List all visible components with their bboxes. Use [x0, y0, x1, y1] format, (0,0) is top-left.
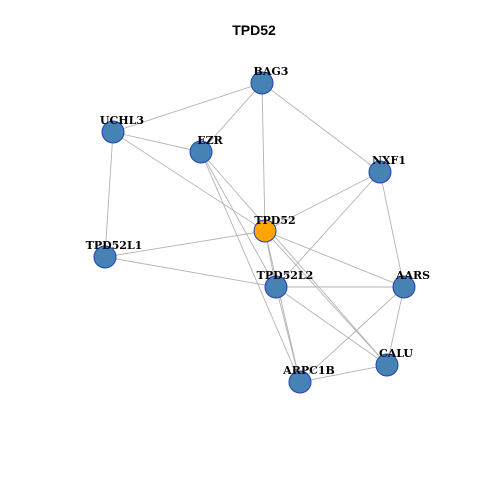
edge-ezr-arpc1b: [200, 151, 301, 383]
edge-ezr-calu: [200, 151, 388, 366]
edge-calu-arpc1b: [299, 364, 388, 383]
node-label-tpd52l1: TPD52L1: [86, 239, 143, 252]
edge-bag3-tpd52: [261, 82, 266, 232]
graph-title: TPD52: [232, 22, 276, 38]
edge-bag3-ezr: [200, 82, 263, 153]
edge-tpd52l2-calu: [275, 286, 388, 366]
edge-tpd52-calu: [264, 230, 388, 366]
node-tpd52l1[interactable]: [93, 245, 117, 269]
node-label-arpc1b: ARPC1B: [282, 364, 335, 377]
edge-nxf1-tpd52l2: [275, 171, 381, 288]
edge-tpd52l2-arpc1b: [275, 286, 301, 383]
edge-uchl3-tpd52l1: [104, 131, 114, 258]
node-label-tpd52: TPD52: [254, 214, 295, 227]
edge-nxf1-tpd52: [264, 171, 381, 232]
node-label-aars: AARS: [395, 269, 430, 282]
node-label-calu: CALU: [379, 347, 413, 360]
node-label-tpd52l2: TPD52L2: [257, 269, 314, 282]
node-label-nxf1: NXF1: [372, 154, 406, 167]
edge-bag3-uchl3: [112, 82, 263, 133]
node-arpc1b[interactable]: [288, 370, 312, 394]
node-label-ezr: EZR: [197, 134, 223, 147]
node-ezr[interactable]: [189, 140, 213, 164]
node-uchl3[interactable]: [101, 120, 125, 144]
node-aars[interactable]: [392, 275, 416, 299]
edges-layer: [104, 82, 405, 383]
node-tpd52l2[interactable]: [264, 275, 288, 299]
edge-tpd52-arpc1b: [264, 230, 301, 383]
edge-uchl3-tpd52: [112, 131, 266, 232]
edge-tpd52-aars: [264, 230, 405, 288]
edge-aars-calu: [386, 286, 405, 366]
edge-aars-arpc1b: [299, 286, 405, 383]
node-label-bag3: BAG3: [254, 65, 289, 78]
edge-bag3-nxf1: [261, 82, 381, 173]
node-label-uchl3: UCHL3: [100, 114, 144, 127]
edge-tpd52l1-tpd52l2: [104, 256, 277, 288]
edge-tpd52-tpd52l1: [104, 230, 266, 258]
edge-nxf1-aars: [379, 171, 405, 288]
node-bag3[interactable]: [250, 71, 274, 95]
nodes-layer: [93, 71, 416, 394]
node-calu[interactable]: [375, 353, 399, 377]
edge-ezr-tpd52l2: [200, 151, 277, 288]
edge-uchl3-ezr: [112, 131, 202, 153]
node-nxf1[interactable]: [368, 160, 392, 184]
node-tpd52[interactable]: [253, 219, 277, 243]
